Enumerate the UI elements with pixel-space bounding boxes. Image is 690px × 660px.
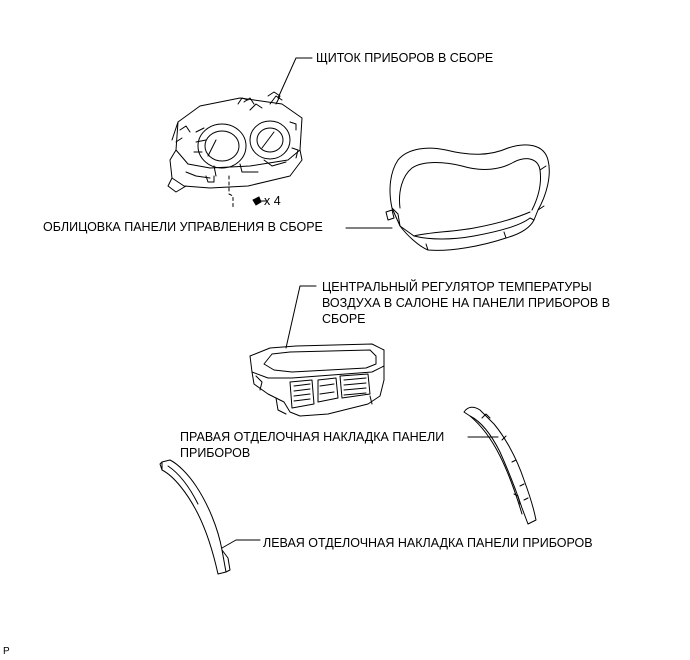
label-left-trim: ЛЕВАЯ ОТДЕЛОЧНАЯ НАКЛАДКА ПАНЕЛИ ПРИБОРО…	[263, 536, 593, 550]
center-register-assembly	[250, 344, 384, 416]
meter-hood-assembly	[386, 145, 549, 250]
label-center-register: ЦЕНТРАЛЬНЫЙ РЕГУЛЯТОР ТЕМПЕРАТУРЫ ВОЗДУХ…	[322, 280, 611, 326]
label-meter-hood: ОБЛИЦОВКА ПАНЕЛИ УПРАВЛЕНИЯ В СБОРЕ	[43, 220, 323, 234]
label-combination-meter: ЩИТОК ПРИБОРОВ В СБОРЕ	[316, 51, 494, 65]
corner-code: P	[3, 646, 10, 657]
leader-left-trim	[222, 540, 260, 548]
screw-icon	[253, 197, 266, 205]
leader-center-register	[286, 286, 316, 348]
combination-meter-assembly	[168, 92, 302, 192]
right-trim-strip	[464, 407, 536, 524]
label-right-trim: ПРАВАЯ ОТДЕЛОЧНАЯ НАКЛАДКА ПАНЕЛИ ПРИБОР…	[180, 430, 445, 460]
screw-position-dashed-line	[229, 176, 233, 208]
leader-combination-meter	[278, 58, 312, 98]
left-trim-strip	[160, 460, 230, 574]
screw-count-label: x 4	[264, 194, 281, 208]
